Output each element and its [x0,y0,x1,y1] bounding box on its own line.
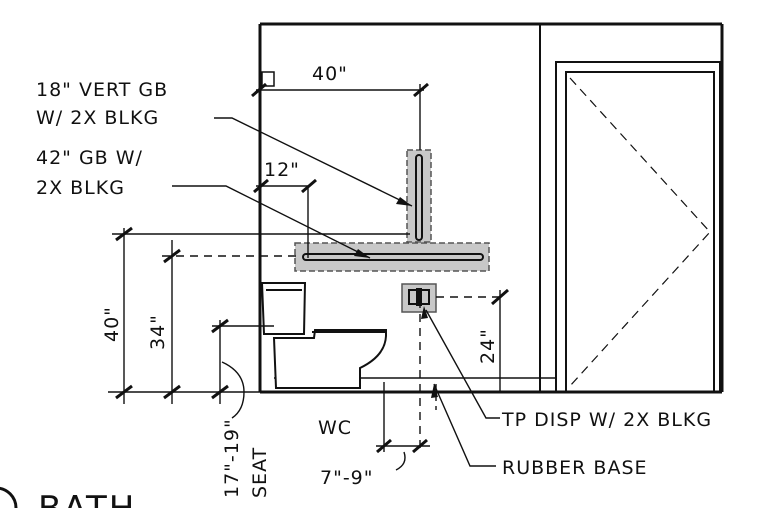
dim-width-40: 40" [312,63,348,85]
vert-gb-note-line2: W/ 2X BLKG [36,107,159,129]
dim-seat-label: SEAT [249,447,271,498]
door [555,61,721,393]
drawing-title: BATH [38,489,136,508]
vert-gb-note-line1: 18" VERT GB [36,79,168,101]
horiz-gb-note-line2: 2X BLKG [36,177,125,199]
tp-disp-note: TP DISP W/ 2X BLKG [501,409,712,431]
leader-arrows [354,197,438,398]
wc-label: WC [318,417,352,439]
dim-offset-12: 12" [264,159,300,181]
horizontal-grab-bar [294,242,490,272]
toilet [260,282,387,389]
rubber-base-note: RUBBER BASE [502,457,648,479]
title-symbol-circle [0,486,18,508]
dim-height-24: 24" [477,328,499,364]
dim-tp-range: 7"-9" [320,467,374,489]
dim-seat-height: 17"-19" [221,418,243,498]
dim-height-34: 34" [147,314,169,350]
horiz-gb-note-line1: 42" GB W/ [36,147,143,169]
dimension-lines [108,82,509,471]
leader-lines [172,117,500,467]
tp-dispenser [401,283,437,313]
outlet-box [261,71,275,87]
vertical-grab-bar [406,149,432,243]
dim-height-40: 40" [101,306,123,342]
